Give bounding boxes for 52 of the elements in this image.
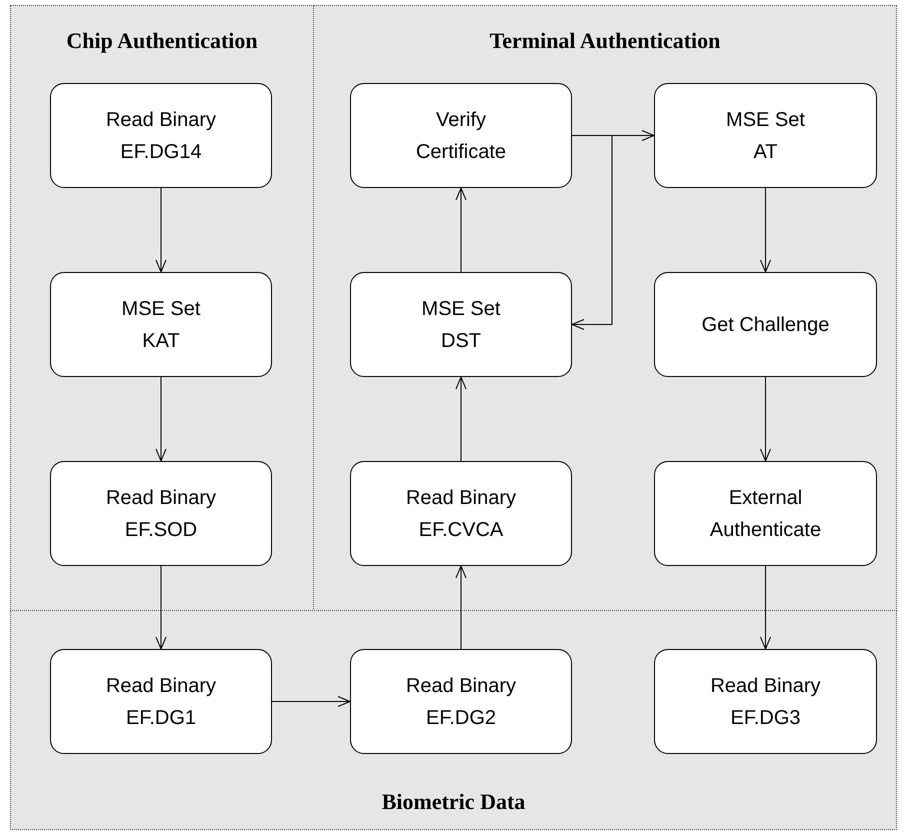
box-label: Read Binary xyxy=(106,486,216,510)
box-label: Read Binary xyxy=(710,674,821,698)
arrow xyxy=(572,135,612,330)
box-label: Authenticate xyxy=(710,518,822,542)
section-heading: Chip Authentication xyxy=(65,28,259,54)
box-label: DST xyxy=(441,328,481,354)
process-box xyxy=(50,461,272,566)
box-label: KAT xyxy=(142,328,180,354)
section-panel xyxy=(10,5,314,611)
box-label: MSE Set xyxy=(122,296,200,322)
arrow xyxy=(156,188,166,272)
process-box xyxy=(50,272,272,377)
section-panel xyxy=(313,5,897,611)
box-label: External xyxy=(728,486,802,510)
process-box xyxy=(654,649,877,754)
arrow xyxy=(456,566,466,650)
arrow xyxy=(156,566,166,650)
box-label: Read Binary xyxy=(406,674,516,698)
arrow xyxy=(760,188,771,272)
process-box xyxy=(50,83,272,188)
box-label: EF.DG14 xyxy=(120,140,202,164)
section-heading: Terminal Authentication xyxy=(488,28,722,54)
box-label: Read Binary xyxy=(106,674,216,698)
box-label: Certificate xyxy=(416,140,506,164)
box-label: EF.CVCA xyxy=(418,518,504,542)
box-label: Read Binary xyxy=(106,108,216,132)
box-label: EF.SOD xyxy=(124,518,198,542)
process-box xyxy=(350,649,572,754)
section-panel xyxy=(10,610,897,830)
box-label: EF.DG2 xyxy=(426,706,496,730)
box-label: MSE Set xyxy=(726,108,805,132)
process-box xyxy=(350,272,572,377)
arrow xyxy=(272,696,350,707)
process-box xyxy=(350,83,572,188)
box-label: Read Binary xyxy=(406,486,516,510)
section-heading: Biometric Data xyxy=(380,789,526,815)
box-label: AT xyxy=(753,140,778,164)
box-label: Get Challenge xyxy=(702,312,830,338)
process-box xyxy=(654,83,877,188)
process-box xyxy=(50,649,272,754)
arrow xyxy=(156,376,166,462)
box-label: MSE Set xyxy=(422,296,500,322)
arrow xyxy=(760,376,771,462)
process-box xyxy=(654,272,877,377)
process-box xyxy=(654,461,877,566)
arrow xyxy=(760,566,771,650)
process-box xyxy=(350,461,572,566)
arrow xyxy=(456,188,466,272)
box-label: EF.DG1 xyxy=(126,706,196,730)
box-label: Verify xyxy=(436,108,486,132)
arrow xyxy=(456,376,466,462)
box-label: EF.DG3 xyxy=(730,706,801,730)
